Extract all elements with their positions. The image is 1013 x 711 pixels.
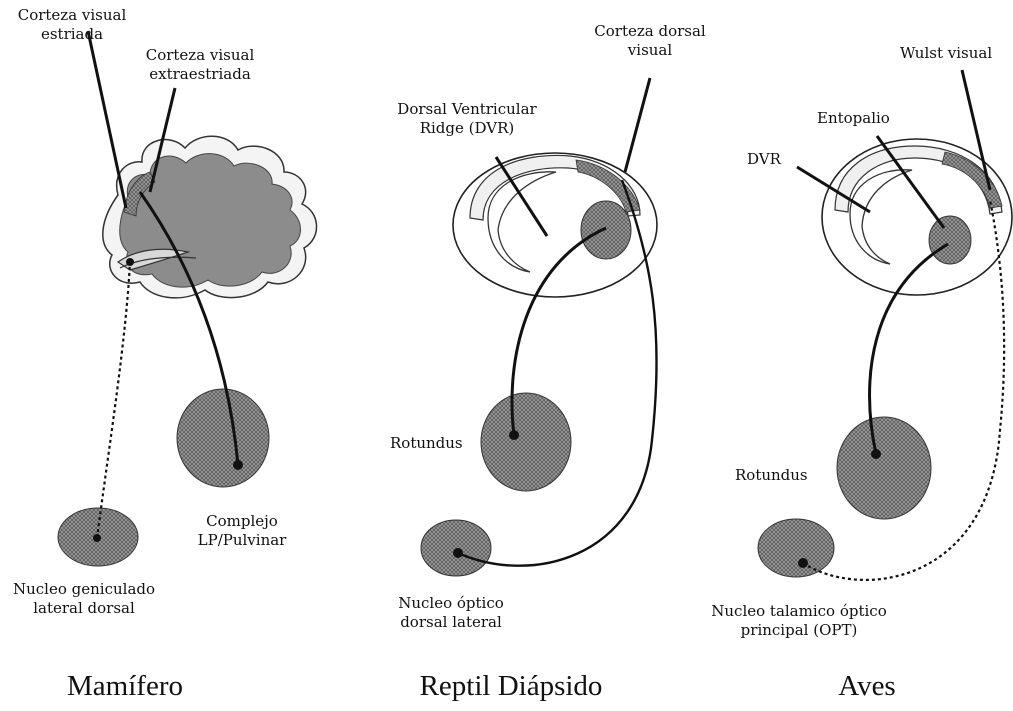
reptile-dvr-label-line1: Dorsal Ventricular — [397, 100, 536, 119]
reptile-dorsal-cortex-label-line1: Corteza dorsal — [594, 22, 705, 41]
reptile-rotundus-nucleus — [481, 393, 571, 491]
mammal-title: Mamífero — [67, 670, 183, 703]
striate-cortex-leader — [88, 31, 126, 208]
reptile-title: Reptil Diápsido — [420, 670, 603, 703]
mammal-diagram — [58, 31, 317, 566]
opt-label-line2: principal (OPT) — [711, 621, 886, 640]
extrastriate-cortex-label-line1: Corteza visual — [146, 46, 255, 65]
reptile-dorsal-cortex-label-line2: visual — [594, 41, 705, 60]
lgn-label-line2: lateral dorsal — [13, 599, 155, 618]
wulst-label: Wulst visual — [900, 44, 992, 63]
birds-rotundus-nucleus — [837, 417, 931, 519]
birds-title: Aves — [838, 670, 895, 703]
reptile-rotundus-label: Rotundus — [390, 434, 463, 453]
reptile-dorsal-cortex-label: Corteza dorsal visual — [594, 22, 705, 60]
striate-cortex-label: Corteza visual estriada — [18, 6, 127, 44]
extrastriate-cortex-label: Corteza visual extraestriada — [146, 46, 255, 84]
reptile-optic-nucleus-label-line1: Nucleo óptico — [398, 594, 504, 613]
striate-cortex-label-line2: estriada — [18, 25, 127, 44]
reptile-optic-nucleus-label: Nucleo óptico dorsal lateral — [398, 594, 504, 632]
opt-label: Nucleo talamico óptico principal (OPT) — [711, 602, 886, 640]
lp-pulvinar-label-line2: LP/Pulvinar — [198, 531, 287, 550]
opt-label-line1: Nucleo talamico óptico — [711, 602, 886, 621]
striate-cortex-label-line1: Corteza visual — [18, 6, 127, 25]
lgn-label-line1: Nucleo geniculado — [13, 580, 155, 599]
reptile-diagram — [421, 78, 657, 576]
birds-dvr-label: DVR — [747, 150, 781, 169]
lgn-to-striate-pathway — [97, 262, 130, 538]
lp-pulvinar-nucleus — [177, 389, 269, 487]
reptile-optic-nucleus-label-line2: dorsal lateral — [398, 613, 504, 632]
lp-pulvinar-label-line1: Complejo — [198, 512, 287, 531]
lp-pulvinar-label: Complejo LP/Pulvinar — [198, 512, 287, 550]
lgn-label: Nucleo geniculado lateral dorsal — [13, 580, 155, 618]
reptile-dvr-label: Dorsal Ventricular Ridge (DVR) — [397, 100, 536, 138]
reptile-dorsal-cortex-leader — [625, 78, 650, 172]
opt-nucleus — [758, 519, 834, 577]
reptile-optic-nucleus — [421, 520, 491, 576]
reptile-dvr-target — [581, 201, 631, 259]
birds-rotundus-label: Rotundus — [735, 466, 808, 485]
entopallium-label: Entopalio — [817, 109, 890, 128]
reptile-dvr-label-line2: Ridge (DVR) — [397, 119, 536, 138]
entopallium-nucleus — [929, 216, 971, 264]
birds-diagram — [758, 70, 1012, 580]
extrastriate-cortex-label-line2: extraestriada — [146, 65, 255, 84]
